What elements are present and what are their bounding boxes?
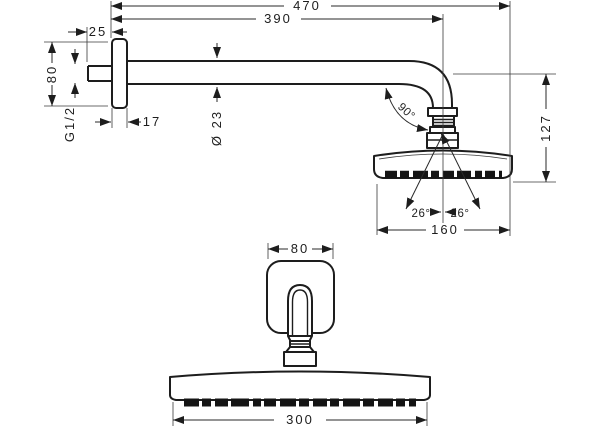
dim-17-label: 17 <box>143 114 161 129</box>
joint-block-front <box>283 351 317 367</box>
dim-arm-length: 390 <box>111 11 443 26</box>
angle-26-right-label: 26° <box>451 208 470 220</box>
arm-collar <box>427 107 458 117</box>
dim-25-label: 25 <box>89 24 107 39</box>
dim-127-label: 127 <box>538 114 553 142</box>
angle-90-label: 90° <box>395 101 417 123</box>
shower-arm-front <box>283 284 317 367</box>
shower-head-front <box>169 370 431 407</box>
thread-size-callout: G1/2 <box>62 49 79 142</box>
dim-flange-depth: 17 <box>95 114 161 129</box>
side-view: 470 390 25 80 G1/2 1 <box>44 0 556 237</box>
dim-80-side-label: 80 <box>44 65 59 83</box>
thread-stub <box>87 65 112 82</box>
dim-head-depth: 160 <box>377 222 510 237</box>
dim-head-drop: 127 <box>538 74 553 182</box>
thread-size-label: G1/2 <box>62 106 77 142</box>
dim-d23-label: Ø 23 <box>209 110 224 146</box>
spray-angle-fan: 26° 26° <box>405 132 481 220</box>
dim-160-label: 160 <box>431 222 459 237</box>
dim-470-label: 470 <box>293 0 321 13</box>
dim-300-label: 300 <box>286 412 314 427</box>
angle-26-left-label: 26° <box>412 208 431 220</box>
flange-body <box>111 38 128 109</box>
dim-flange-height: 80 <box>44 42 59 106</box>
dim-80-front-label: 80 <box>291 241 309 256</box>
dim-wall-stub: 25 <box>68 24 127 39</box>
dim-flange-width: 80 <box>268 241 333 256</box>
angle-arm-bend: 90° <box>384 87 429 132</box>
wall-flange-side <box>87 38 128 109</box>
front-view: 80 300 <box>169 241 431 427</box>
dim-arm-diameter: Ø 23 <box>209 43 224 146</box>
dim-390-label: 390 <box>264 11 292 26</box>
dim-total-projection: 470 <box>111 0 510 13</box>
dim-head-diameter: 300 <box>173 412 427 427</box>
